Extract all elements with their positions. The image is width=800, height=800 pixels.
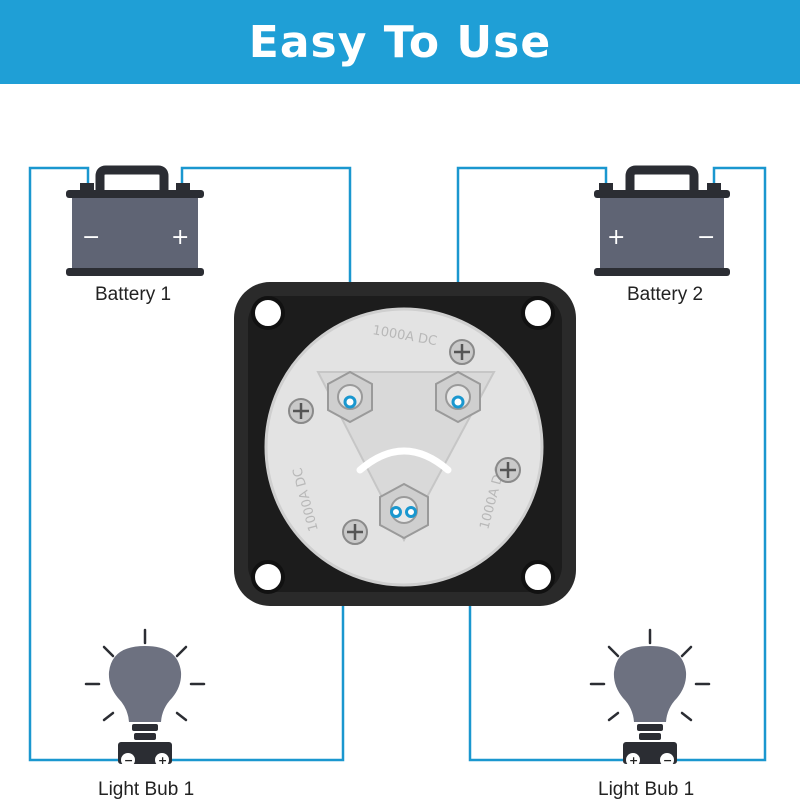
battery-switch: 1000A DC 1000A DC 1000A DC [234,282,576,606]
wiring-diagram: − + Battery 1 + − Battery 2 1000A DC 100… [28,165,767,800]
mounting-screw [288,398,314,424]
light-bulb-2-label: Light Bub 1 [598,779,694,800]
battery-negative-terminal [707,183,721,192]
bulb-positive-terminal [155,753,169,767]
title-banner: Easy To Use [0,0,800,84]
battery-body [72,198,198,268]
bulb-neck [637,724,663,731]
battery-1: − + Battery 1 [66,165,204,305]
battery-top-strip [594,190,730,198]
bulb-positive-terminal [626,753,640,767]
mounting-hole-bottom-left [251,560,285,594]
bulb-positive-symbol: + [158,754,167,767]
bulb-positive-symbol: + [629,754,638,767]
bulb-neck [134,733,156,740]
battery-handle [625,165,699,196]
terminal-post-2 [435,370,481,424]
bulb-negative-symbol: − [663,754,672,767]
switch-indicator-arc [356,447,452,474]
mounting-hole-top-right [521,296,555,330]
terminal-post-1 [327,370,373,424]
mounting-screw [495,457,521,483]
battery-negative-symbol: − [697,225,715,250]
light-bulb-1-label: Light Bub 1 [98,779,194,800]
bulb-neck [639,733,661,740]
light-rays [589,628,711,722]
battery-top-strip [66,190,204,198]
wire-battery2-negative-to-bulb2 [675,166,767,762]
battery-bottom-strip [66,268,204,276]
battery-positive-symbol: + [607,225,625,250]
light-bulb-1: − + Light Bub 1 [84,628,206,800]
switch-face-rim [264,307,544,587]
battery-body [600,198,724,268]
battery-2-label: Battery 2 [627,284,703,305]
battery-positive-symbol: + [171,225,189,250]
battery-positive-terminal [599,183,613,192]
wire-battery1-negative-to-bulb1 [28,166,122,762]
battery-1-label: Battery 1 [95,284,171,305]
bulb-glass [613,646,687,722]
light-rays [84,628,206,722]
battery-bottom-strip [594,268,730,276]
bulb-glass [108,646,182,722]
battery-negative-terminal [80,183,94,192]
mounting-hole-bottom-right [521,560,555,594]
battery-handle [95,165,169,196]
page-title: Easy To Use [248,16,552,68]
bulb-negative-terminal [660,753,674,767]
terminal-post-common [379,482,429,540]
mounting-screw [342,519,368,545]
battery-positive-terminal [176,183,190,192]
bulb-negative-symbol: − [124,754,133,767]
mounting-screw [449,339,475,365]
battery-2: + − Battery 2 [594,165,730,305]
bulb-negative-terminal [121,753,135,767]
bulb-neck [132,724,158,731]
mounting-hole-top-left [251,296,285,330]
battery-negative-symbol: − [82,225,100,250]
light-bulb-2: + − Light Bub 1 [589,628,711,800]
